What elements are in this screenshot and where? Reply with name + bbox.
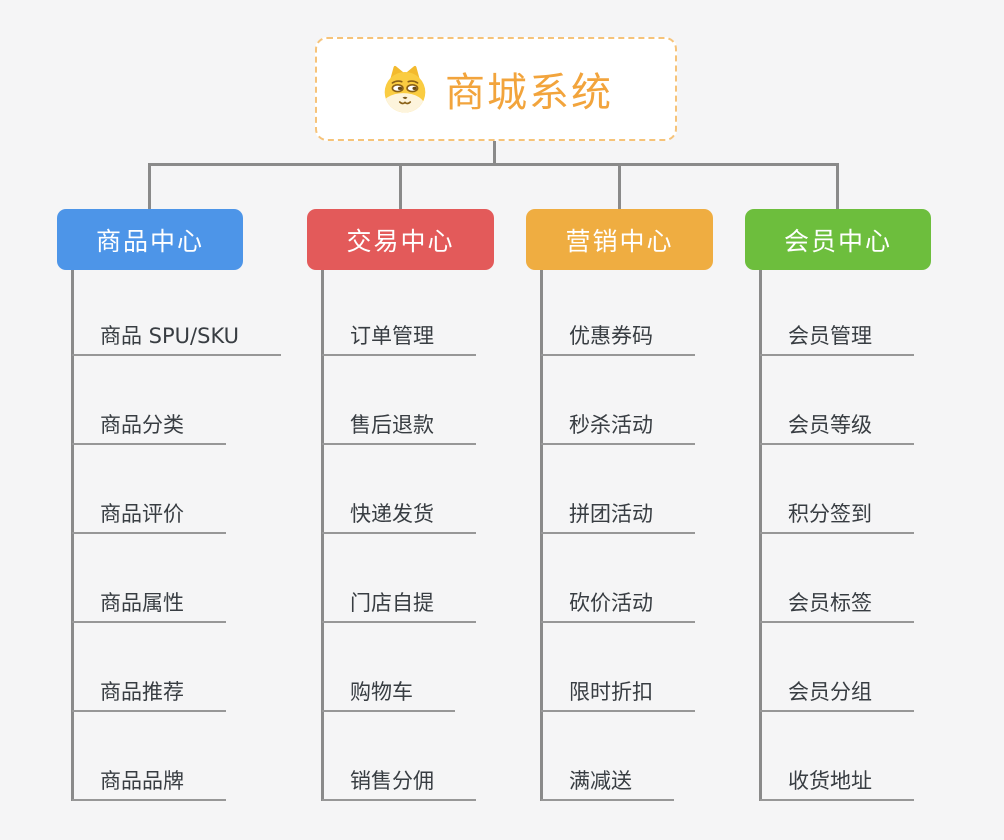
branch-label: 营销中心 [565, 226, 674, 256]
leaf-node[interactable]: 会员标签 [760, 587, 914, 623]
leaf-node[interactable]: 售后退款 [322, 409, 476, 445]
leaf-node[interactable]: 砍价活动 [541, 587, 695, 623]
root-node-mall-system[interactable]: 商城系统 [315, 37, 677, 141]
leaf-node[interactable]: 会员等级 [760, 409, 914, 445]
leaf-node[interactable]: 商品属性 [72, 587, 226, 623]
leaf-node[interactable]: 拼团活动 [541, 498, 695, 534]
spine-trade [321, 270, 324, 801]
doge-icon [379, 63, 431, 115]
branch-marketing-center[interactable]: 营销中心 [526, 209, 713, 270]
connector-drop-marketing [618, 163, 621, 210]
leaf-node[interactable]: 会员分组 [760, 676, 914, 712]
leaf-node[interactable]: 满减送 [541, 765, 674, 801]
connector-drop-products [148, 163, 151, 210]
branch-members-center[interactable]: 会员中心 [745, 209, 931, 270]
connector-top-horizontal [148, 163, 839, 166]
leaf-node[interactable]: 积分签到 [760, 498, 914, 534]
leaf-node[interactable]: 商品评价 [72, 498, 226, 534]
branch-label: 商品中心 [95, 226, 204, 256]
leaf-node[interactable]: 销售分佣 [322, 765, 476, 801]
leaf-node[interactable]: 商品品牌 [72, 765, 226, 801]
leaf-node[interactable]: 优惠券码 [541, 320, 695, 356]
leaf-node[interactable]: 会员管理 [760, 320, 914, 356]
branch-label: 交易中心 [346, 226, 455, 256]
leaf-node[interactable]: 购物车 [322, 676, 455, 712]
leaf-node[interactable]: 门店自提 [322, 587, 476, 623]
spine-marketing [540, 270, 543, 801]
leaf-node[interactable]: 订单管理 [322, 320, 476, 356]
leaf-node[interactable]: 秒杀活动 [541, 409, 695, 445]
branch-trade-center[interactable]: 交易中心 [307, 209, 494, 270]
leaf-node[interactable]: 快递发货 [322, 498, 476, 534]
root-title: 商城系统 [445, 70, 613, 116]
spine-products [71, 270, 74, 801]
leaf-node[interactable]: 限时折扣 [541, 676, 695, 712]
leaf-node[interactable]: 收货地址 [760, 765, 914, 801]
connector-drop-trade [399, 163, 402, 210]
branch-products-center[interactable]: 商品中心 [57, 209, 243, 270]
leaf-node[interactable]: 商品 SPU/SKU [72, 320, 282, 356]
leaf-node[interactable]: 商品推荐 [72, 676, 226, 712]
connector-root-drop [493, 141, 496, 166]
branch-label: 会员中心 [783, 226, 892, 256]
connector-drop-members [836, 163, 839, 210]
leaf-node[interactable]: 商品分类 [72, 409, 226, 445]
spine-members [759, 270, 762, 801]
